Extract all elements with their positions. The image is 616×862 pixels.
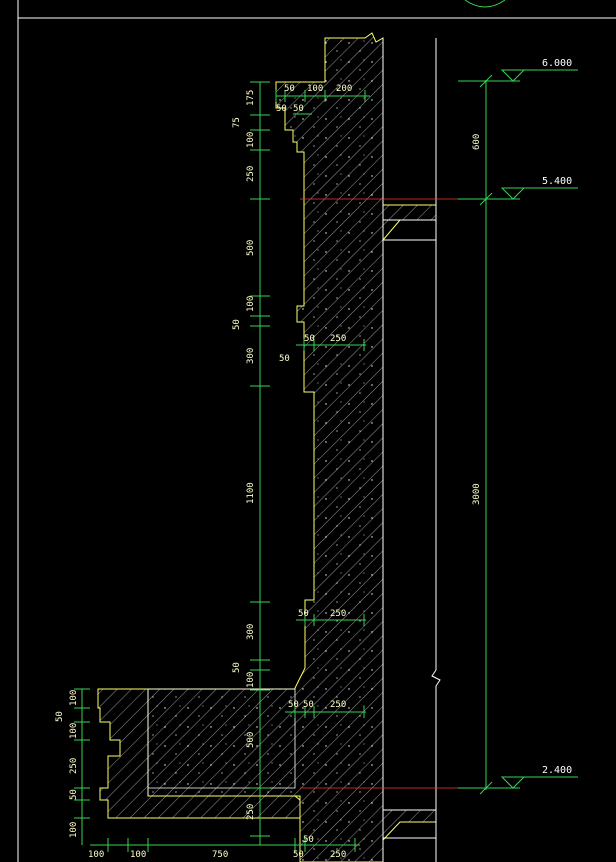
- vdim-main-13: 250: [246, 804, 256, 820]
- hdim-lower-0: 50: [288, 700, 299, 710]
- vdim-main-3: 250: [246, 166, 256, 182]
- level-label-top: 6.000: [542, 58, 572, 69]
- level-label-bottom: 2.400: [542, 765, 572, 776]
- hdim-mid-upper-1: 250: [330, 334, 346, 344]
- hdim-top-2: 200: [336, 84, 352, 94]
- hdim-mid-upper-0: 50: [304, 334, 315, 344]
- drawing-frame: [17, 0, 616, 862]
- hdim-lower-2: 250: [330, 700, 346, 710]
- vdim-parapet-4: 50: [69, 789, 79, 800]
- vdim-main-4: 500: [246, 240, 256, 256]
- hdim-base-3: 50: [293, 850, 304, 860]
- hdim-base-0: 100: [88, 850, 104, 860]
- vdim-main-6: 50: [232, 319, 242, 330]
- hdim-top2-0: 50: [276, 104, 287, 114]
- level-marker-bottom: [500, 776, 578, 789]
- vertical-dim-chain-main: [250, 81, 270, 845]
- vdim-main-2: 100: [246, 132, 256, 148]
- overall-dim-right: [458, 74, 520, 795]
- overall-dim-total: 3000: [472, 483, 482, 505]
- vertical-dim-chain-parapet: [74, 688, 90, 845]
- vdim-main-5: 100: [246, 296, 256, 312]
- vdim-main-10: 50: [232, 662, 242, 673]
- hdim-top-1: 100: [307, 84, 323, 94]
- vdim-main-12: 500: [246, 732, 256, 748]
- vdim-main-7: 300: [246, 348, 256, 364]
- hdim-mid-lower-0: 50: [298, 609, 309, 619]
- vdim-parapet-1: 50: [55, 711, 65, 722]
- vdim-main-9: 300: [246, 624, 256, 640]
- hdim-mid-upper-side: 50: [279, 354, 290, 364]
- vdim-parapet-3: 250: [69, 758, 79, 774]
- hdim-top2-1: 50: [293, 104, 304, 114]
- level-lines: [300, 198, 460, 789]
- hdim-top-0: 50: [284, 84, 295, 94]
- vdim-parapet-5: 100: [69, 822, 79, 838]
- hdim-lower-1: 50: [303, 700, 314, 710]
- hdim-base-4: 250: [330, 850, 346, 860]
- wall-section: [97, 32, 437, 862]
- vdim-parapet-2: 100: [69, 723, 79, 739]
- level-marker-top: [500, 69, 578, 82]
- level-label-mid: 5.400: [542, 176, 572, 187]
- level-marker-mid: [500, 187, 578, 200]
- vdim-main-0: 175: [246, 90, 256, 106]
- vdim-main-8: 1100: [246, 482, 256, 504]
- hdim-base-2: 750: [212, 850, 228, 860]
- wall-outline-right: [382, 38, 441, 862]
- vdim-parapet-0: 100: [69, 690, 79, 706]
- hdim-base-small: 50: [303, 835, 314, 845]
- vdim-main-11: 100: [246, 672, 256, 688]
- hdim-base-1: 100: [130, 850, 146, 860]
- horizontal-dims: [90, 90, 370, 852]
- hdim-mid-lower-1: 250: [330, 609, 346, 619]
- vdim-main-1: 75: [232, 117, 242, 128]
- overall-dim-upper: 600: [472, 134, 482, 150]
